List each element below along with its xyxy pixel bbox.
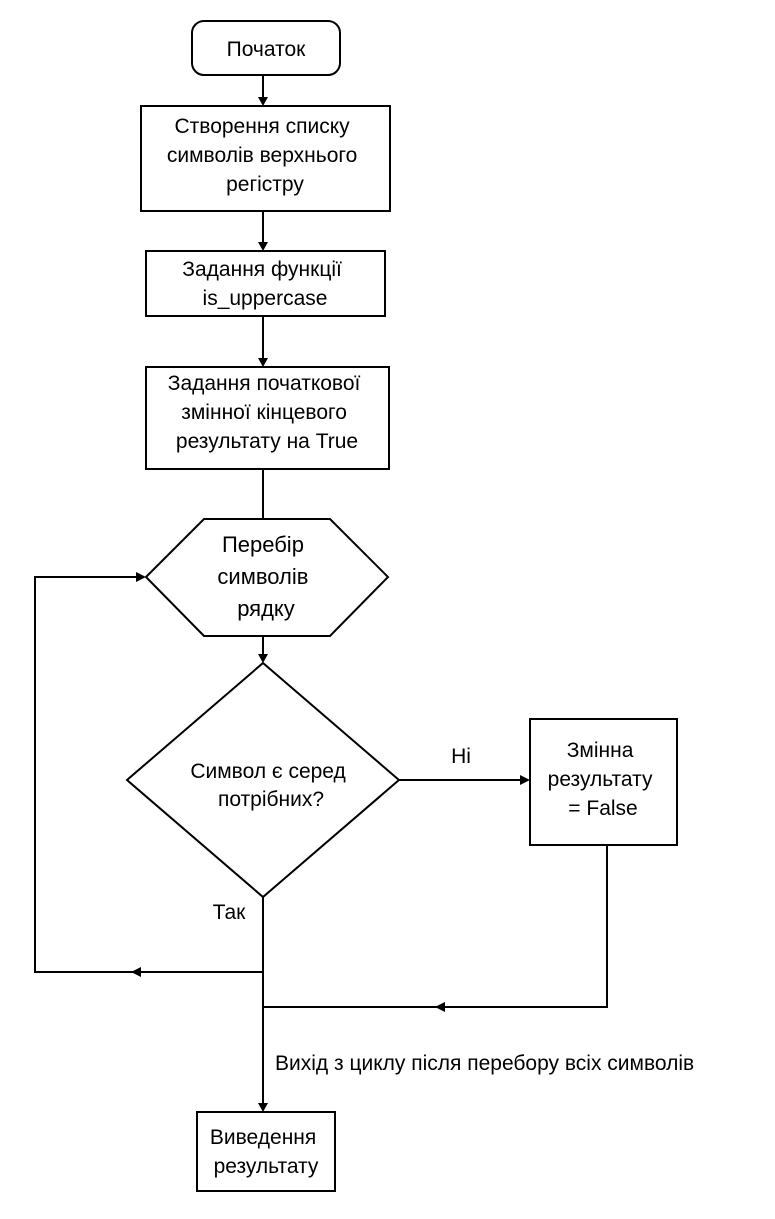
node-decision-label: Символ є серед потрібних?: [190, 760, 351, 811]
arrowhead-left-icon: [435, 1002, 445, 1012]
edge-label-yes: Так: [213, 901, 247, 924]
node-decision: Символ є серед потрібних?: [125, 661, 401, 899]
arrowhead-down-icon: [258, 654, 268, 663]
node-init-var-label: Задання початкової змінної кінцевого рез…: [168, 372, 366, 453]
node-start-label: Початок: [227, 38, 307, 61]
edges: [34, 75, 608, 1112]
node-create-list-label: Створення списку символів верхнього регі…: [167, 115, 363, 196]
edge-set-false-return: [263, 845, 608, 1008]
node-set-false-label: Змінна результату = False: [548, 739, 659, 820]
node-start: Початок: [191, 20, 341, 76]
arrowhead-down-icon: [258, 242, 268, 251]
arrowhead-down-icon: [258, 97, 268, 106]
arrowhead-down-icon: [258, 358, 268, 367]
arrowhead-left-icon: [131, 967, 141, 977]
edge-label-exit: Вихід з циклу після перебору всіх символ…: [275, 1052, 694, 1075]
arrowhead-right-icon: [520, 775, 530, 785]
node-create-list: Створення списку символів верхнього регі…: [140, 105, 391, 212]
arrowhead-down-icon: [258, 1103, 268, 1112]
node-define-func-label: Задання функції is_uppercase: [182, 258, 347, 310]
node-loop-label: Перебір символів рядку: [217, 532, 314, 621]
node-output-label: Виведення результату: [210, 1126, 322, 1178]
edge-label-no: Ні: [451, 745, 471, 768]
arrowhead-right-icon: [136, 572, 146, 582]
node-init-var: Задання початкової змінної кінцевого рез…: [145, 366, 390, 470]
node-loop: Перебір символів рядку: [144, 518, 390, 637]
edge-loop-back: [34, 576, 263, 973]
node-set-false: Змінна результату = False: [529, 718, 678, 846]
node-output: Виведення результату: [196, 1111, 336, 1192]
node-define-func: Задання функції is_uppercase: [145, 250, 386, 317]
